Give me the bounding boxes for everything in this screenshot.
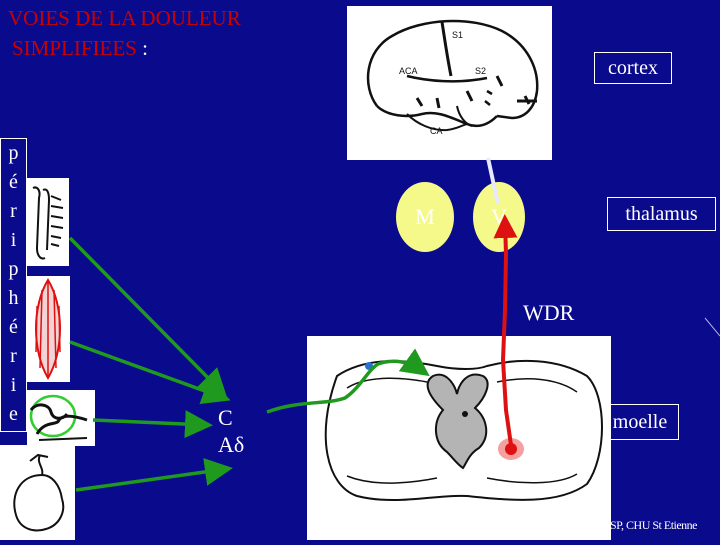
joint-afferent-arrow: [93, 420, 206, 425]
spinothalamic-red-pathway: [503, 222, 512, 452]
fiber-c-label: C: [218, 405, 233, 431]
credit-footer: SP, CHU St Etienne: [610, 518, 697, 533]
cortex-projection-line: [488, 158, 498, 204]
decorative-line: [705, 318, 720, 336]
viscera-afferent-arrow: [76, 469, 226, 490]
fiber-adelta-label: Aδ: [218, 432, 244, 458]
dorsal-root-arrow: [267, 361, 424, 412]
